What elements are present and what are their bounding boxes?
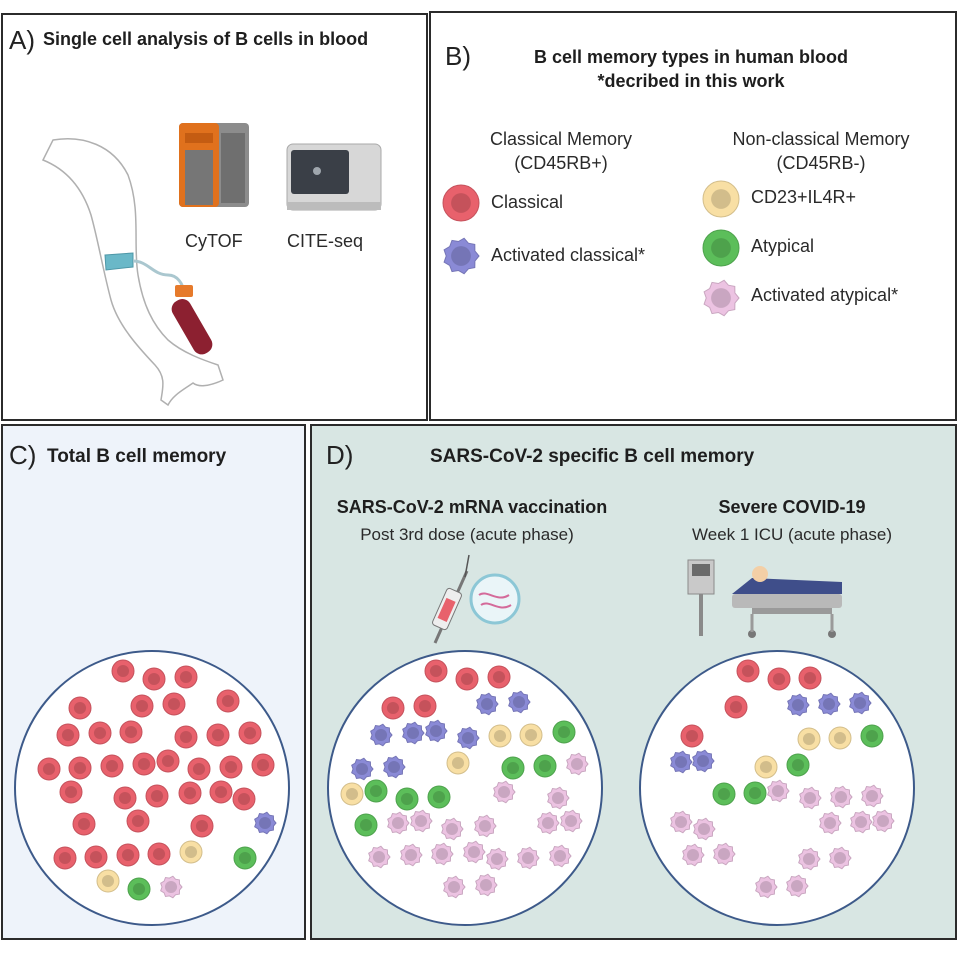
- legend-activated-atypical-cell: [703, 279, 740, 317]
- legend-cd23-il4r-label: CD23+IL4R+: [751, 187, 857, 207]
- legend-activated-classical-label: Activated classical*: [491, 245, 646, 265]
- panel-b-title-line1: B cell memory types in human blood: [533, 47, 849, 67]
- cite-seq-instrument-icon: [286, 143, 382, 211]
- severe-covid-heading: Severe COVID-19: [718, 497, 866, 517]
- vaccination-heading: SARS-CoV-2 mRNA vaccination: [336, 497, 608, 517]
- vaccination-subheading: Post 3rd dose (acute phase): [360, 525, 574, 544]
- panel-d: D) SARS-CoV-2 specific B cell memory SAR…: [310, 424, 957, 940]
- cell-type-legend: [442, 180, 740, 317]
- severe-covid-subheading: Week 1 ICU (acute phase): [692, 525, 892, 544]
- nonclassical-group-marker: (CD45RB-): [776, 153, 866, 173]
- panel-c: C) Total B cell memory: [1, 424, 306, 940]
- classical-group-label: Classical Memory: [489, 129, 633, 149]
- classical-group-marker: (CD45RB+): [514, 153, 608, 173]
- legend-atypical-cell: [702, 229, 740, 267]
- arm-blood-draw-illustration: [41, 138, 224, 407]
- panel-a-letter: A): [9, 25, 35, 55]
- panel-a-title: Single cell analysis of B cells in blood: [43, 29, 369, 49]
- legend-classical-cell: [442, 184, 480, 222]
- panel-b-letter: B): [445, 41, 471, 71]
- cytof-instrument-icon: [179, 123, 249, 207]
- legend-cd23-il4r-cell: [702, 180, 740, 218]
- icu-patient-bed-icon: [687, 559, 842, 638]
- panel-a: A) Single cell analysis of B cells in bl…: [1, 13, 428, 421]
- panel-c-letter: C): [9, 440, 37, 470]
- panel-d-title: SARS-CoV-2 specific B cell memory: [430, 446, 755, 467]
- legend-activated-classical-cell: [443, 237, 480, 275]
- legend-classical-label: Classical: [491, 192, 564, 212]
- panel-c-title: Total B cell memory: [47, 446, 227, 467]
- panel-b: B) B cell memory types in human blood *d…: [429, 11, 957, 421]
- syringe-vaccine-icon: [432, 554, 521, 644]
- legend-activated-atypical-label: Activated atypical*: [751, 285, 899, 305]
- panel-b-title-line2: *decribed in this work: [597, 71, 785, 91]
- legend-atypical-label: Atypical: [751, 236, 815, 256]
- nonclassical-group-label: Non-classical Memory: [732, 129, 910, 149]
- cite-seq-label: CITE-seq: [287, 231, 364, 251]
- panel-d-letter: D): [326, 440, 354, 470]
- cytof-label: CyTOF: [185, 231, 243, 251]
